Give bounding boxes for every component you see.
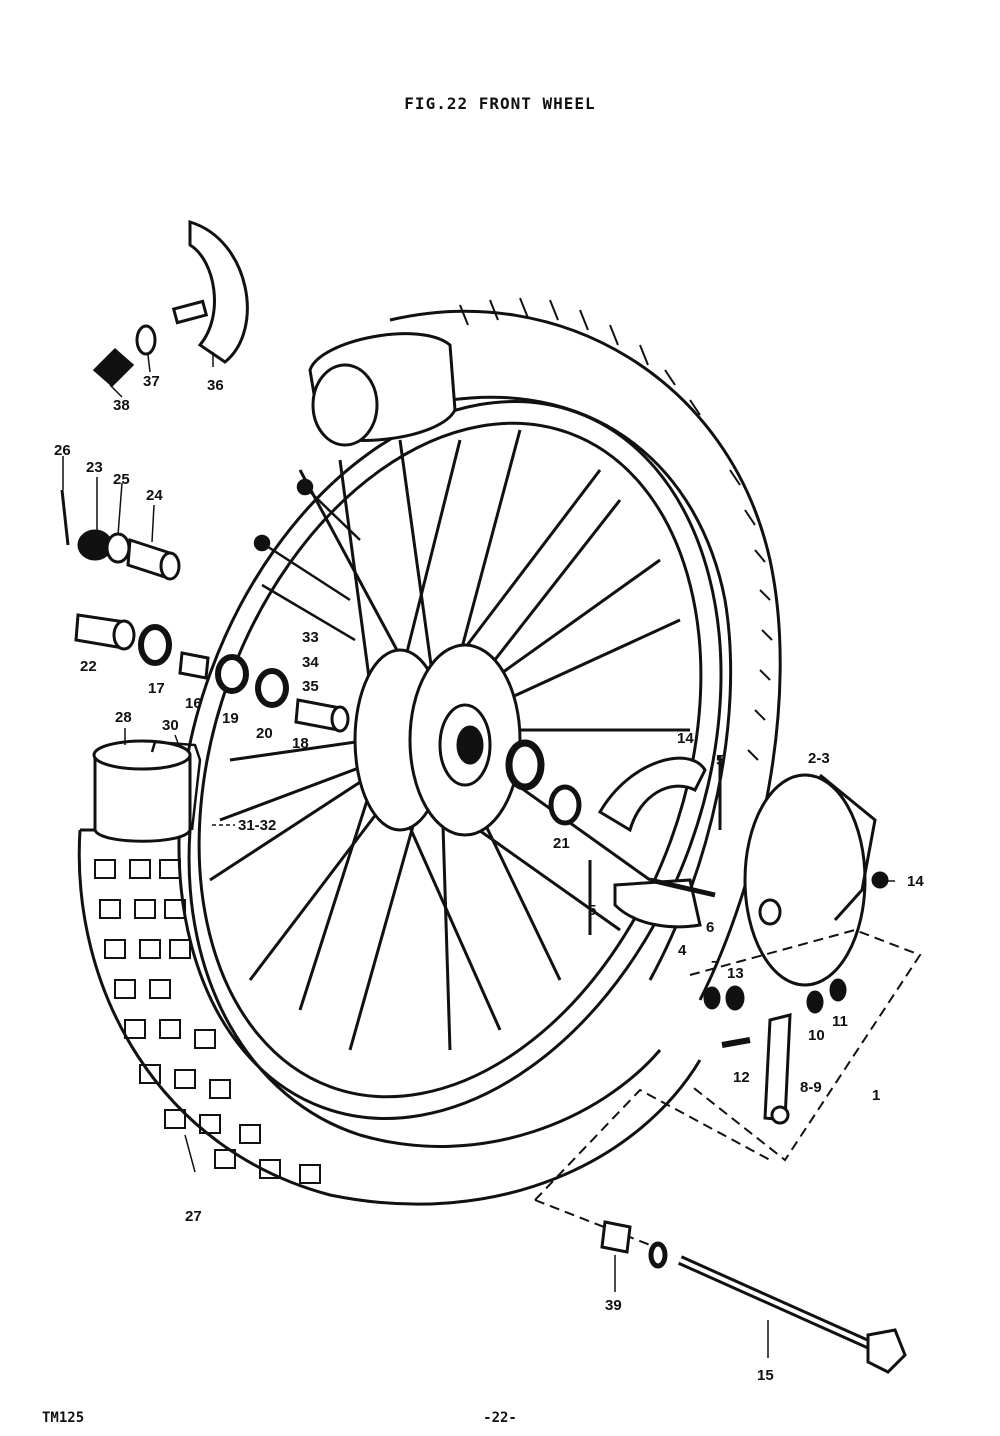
part-label: 5 xyxy=(588,902,596,919)
part-label: 8-9 xyxy=(800,1079,822,1096)
model-code: TM125 xyxy=(42,1410,85,1426)
tire-section xyxy=(77,828,702,1206)
part-label: 10 xyxy=(808,1027,825,1044)
wheel-hub xyxy=(353,643,522,837)
part-label: 14 xyxy=(907,873,924,890)
brake-panel xyxy=(743,773,889,987)
part-label: 2-3 xyxy=(808,750,830,767)
part-label: 6 xyxy=(706,919,714,936)
part-label: 18 xyxy=(292,735,309,752)
axle-assembly xyxy=(600,1220,907,1374)
part-label: 35 xyxy=(302,678,319,695)
part-label: 4 xyxy=(678,942,687,959)
part-label: 37 xyxy=(143,373,160,390)
part-label: 20 xyxy=(256,725,273,742)
inner-tube xyxy=(92,332,457,843)
brake-arm-parts xyxy=(703,978,847,1125)
rim-band xyxy=(150,740,202,831)
part-label: 33 xyxy=(302,629,319,646)
part-label: 1 xyxy=(872,1087,880,1104)
wheel-tread-pattern xyxy=(459,297,773,761)
part-number-labels: 1 2-3 4 5 5 6 7 8-9 10 11 12 13 14 14 15… xyxy=(54,373,924,1384)
part-label: 19 xyxy=(222,710,239,727)
part-label: 22 xyxy=(80,658,97,675)
part-label: 39 xyxy=(605,1297,622,1314)
part-label: 11 xyxy=(832,1013,848,1030)
part-label: 15 xyxy=(757,1367,774,1384)
hub-bearing-right xyxy=(505,739,582,826)
part-label: 36 xyxy=(207,377,224,394)
tire-tread-pattern xyxy=(94,859,321,1184)
part-label: 25 xyxy=(113,471,130,488)
part-label: 12 xyxy=(733,1069,750,1086)
page-title: FIG.22 FRONT WHEEL xyxy=(404,94,596,113)
part-label: 17 xyxy=(148,680,165,697)
part-label: 31-32 xyxy=(238,817,276,834)
part-label: 23 xyxy=(86,459,103,476)
part-label: 34 xyxy=(302,654,319,671)
page-number: -22- xyxy=(483,1410,517,1426)
part-label: 27 xyxy=(185,1208,202,1225)
part-label: 16 xyxy=(185,695,202,712)
speedometer-gear-assembly xyxy=(92,219,249,388)
leader-lines xyxy=(62,352,895,1358)
assembly-guide-lines xyxy=(534,928,922,1246)
part-label: 5 xyxy=(716,752,724,769)
hub-bearing-parts xyxy=(60,489,350,733)
part-label: 24 xyxy=(146,487,163,504)
spoke-parts xyxy=(253,478,361,642)
part-label: 13 xyxy=(727,965,744,982)
part-label: 7 xyxy=(711,958,719,975)
part-label: 30 xyxy=(162,717,179,734)
brake-shoes xyxy=(588,755,722,935)
part-label: 14 xyxy=(677,730,694,747)
part-label: 38 xyxy=(113,397,130,414)
part-label: 21 xyxy=(553,835,570,852)
part-label: 26 xyxy=(54,442,71,459)
part-label: 28 xyxy=(115,709,132,726)
